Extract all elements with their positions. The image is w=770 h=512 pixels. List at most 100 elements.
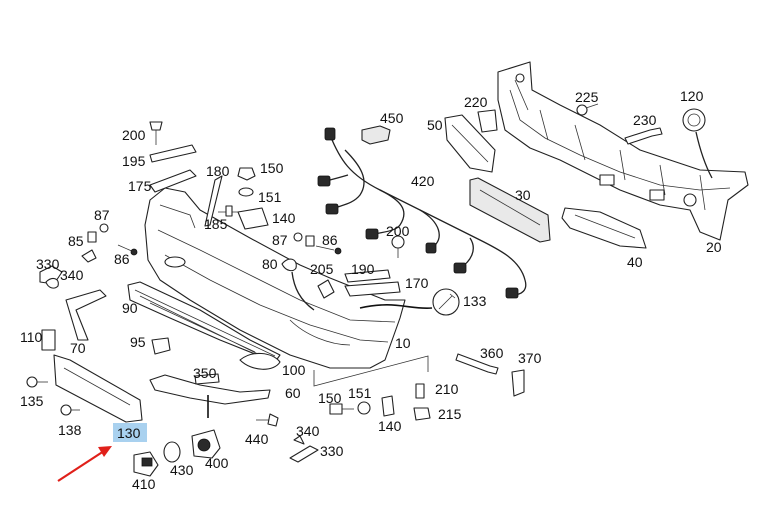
strip-180 [204, 175, 223, 227]
grommet-left [81, 249, 97, 263]
bracket-50 [444, 114, 496, 173]
label-370: 370 [518, 350, 542, 366]
screw-150-lower [329, 403, 354, 415]
label-150-lower: 150 [318, 390, 342, 406]
label-151-lower: 151 [348, 385, 372, 401]
grommet-430 [163, 441, 181, 463]
clip-87-left [99, 223, 109, 233]
label-340-lower: 340 [296, 423, 320, 439]
nut-215 [413, 407, 431, 421]
label-87-left: 87 [94, 207, 110, 223]
sensor-450 [361, 125, 391, 145]
label-87-right: 87 [272, 232, 288, 248]
label-133: 133 [463, 293, 487, 309]
label-30: 30 [515, 187, 531, 203]
sensor-410 [133, 451, 159, 477]
label-40: 40 [627, 254, 643, 270]
label-230: 230 [633, 112, 657, 128]
label-185: 185 [204, 216, 228, 232]
label-130: 130 [117, 425, 141, 441]
bracket-190 [344, 269, 391, 283]
label-340-left: 340 [60, 267, 84, 283]
label-330-lower: 330 [320, 443, 344, 459]
label-360: 360 [480, 345, 504, 361]
clip-87-right [293, 232, 303, 242]
screw-86-left [117, 244, 138, 256]
label-205: 205 [310, 261, 334, 277]
bracket-370 [511, 369, 525, 397]
label-450: 450 [380, 110, 404, 126]
washer-151 [238, 187, 254, 197]
absorber-30 [469, 177, 551, 243]
label-330-left: 330 [36, 256, 60, 272]
housing-400 [191, 429, 221, 459]
label-120: 120 [680, 88, 704, 104]
label-350: 350 [193, 365, 217, 381]
label-70: 70 [70, 340, 86, 356]
part-340-lower [293, 435, 305, 445]
cap-80 [281, 258, 315, 311]
wiring-harness-420 [317, 127, 527, 299]
license-bracket-130 [53, 354, 143, 423]
highlight-box-130 [113, 423, 147, 442]
label-440: 440 [245, 431, 269, 447]
clip-440 [256, 413, 279, 427]
tow-eye-cover-120 [682, 108, 713, 179]
red-arrow-icon [57, 446, 112, 482]
cover-330-lower [289, 445, 319, 463]
label-180: 180 [206, 163, 230, 179]
label-138: 138 [58, 422, 82, 438]
bracket-70 [65, 289, 107, 341]
label-140: 140 [272, 210, 296, 226]
bracket-170 [344, 281, 401, 297]
label-175: 175 [128, 178, 152, 194]
screw-138 [60, 404, 80, 416]
bolt-210 [415, 383, 425, 399]
label-210: 210 [435, 381, 459, 397]
clip-95 [151, 337, 171, 355]
screw-200 [149, 121, 163, 145]
label-200: 200 [122, 127, 146, 143]
label-80: 80 [262, 256, 278, 272]
retainer-110 [41, 329, 56, 351]
washer-151-lower [357, 401, 371, 415]
group-bracket-10 [313, 355, 429, 387]
bumper-cover-10 [144, 187, 406, 369]
label-170: 170 [405, 275, 429, 291]
clip-85-right [305, 235, 315, 247]
absorber-40 [561, 207, 647, 249]
trim-60 [149, 374, 271, 405]
callout-labels: 200 195 175 180 150 151 185 140 87 85 86… [20, 88, 722, 492]
label-225: 225 [575, 89, 599, 105]
label-195: 195 [122, 153, 146, 169]
rod-360 [455, 353, 499, 375]
label-215: 215 [438, 406, 462, 422]
screw-135 [26, 376, 48, 388]
bracket-140 [237, 207, 269, 230]
label-190: 190 [351, 261, 375, 277]
label-220: 220 [464, 94, 488, 110]
label-410: 410 [132, 476, 156, 492]
bracket-220 [477, 109, 498, 133]
label-100: 100 [282, 362, 306, 378]
bumper-reinforcement-20 [497, 61, 749, 241]
cover-100 [239, 352, 281, 370]
label-86-left: 86 [114, 251, 130, 267]
label-110: 110 [20, 329, 43, 345]
label-140-lower: 140 [378, 418, 402, 434]
label-86-right: 86 [322, 232, 338, 248]
bolt-230 [624, 127, 663, 145]
label-430: 430 [170, 462, 194, 478]
label-150: 150 [260, 160, 284, 176]
cover-340-left [45, 277, 59, 289]
label-420: 420 [411, 173, 435, 189]
clip-200-right [391, 235, 405, 258]
ring-205 [317, 279, 335, 299]
label-60: 60 [285, 385, 301, 401]
screw-225 [576, 103, 599, 116]
bracket-140-lower [381, 395, 395, 417]
label-10: 10 [395, 335, 411, 351]
wrench-icon [359, 288, 460, 316]
grille-90 [127, 281, 281, 363]
label-20: 20 [706, 239, 722, 255]
